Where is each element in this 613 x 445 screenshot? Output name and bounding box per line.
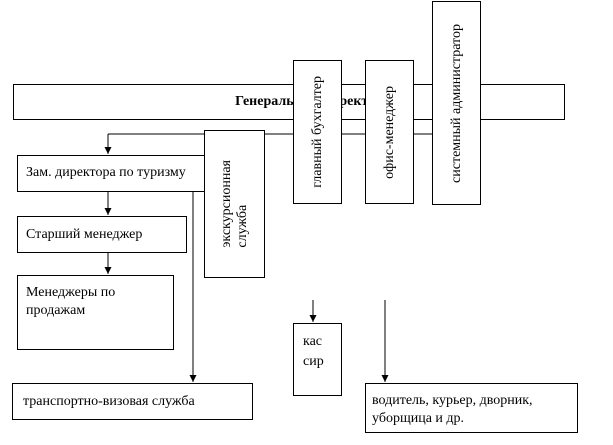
office-manager-label: офис-менеджер xyxy=(381,85,397,179)
chief-accountant-box: главный бухгалтер xyxy=(293,60,342,204)
sales-managers-box: Менеджеры по продажам xyxy=(17,275,174,350)
chief-accountant-label: главный бухгалтер xyxy=(309,76,325,188)
senior-manager-box: Старший менеджер xyxy=(17,216,187,253)
excursion-service-box: экскурсионная служба xyxy=(204,130,265,278)
general-director-box: Генеральный директор xyxy=(13,84,565,120)
sales-managers-line-1: Менеджеры по xyxy=(26,285,116,300)
deputy-director-box: Зам. директора по туризму xyxy=(17,155,210,192)
transport-visa-label: транспортно-визовая служба xyxy=(23,394,195,409)
excursion-service-line-2: служба xyxy=(234,204,250,248)
staff-line-2: уборщица и др. xyxy=(372,411,465,426)
sales-managers-line-2: продажам xyxy=(26,303,86,318)
deputy-director-label: Зам. директора по туризму xyxy=(26,165,186,180)
sysadmin-label: системный администратор xyxy=(448,23,464,183)
cashier-line-1: кас xyxy=(303,334,323,349)
office-manager-box: офис-менеджер xyxy=(365,60,414,204)
staff-box: водитель, курьер, дворник, уборщица и др… xyxy=(365,383,578,433)
staff-line-1: водитель, курьер, дворник, xyxy=(372,393,533,408)
sysadmin-box: системный администратор xyxy=(432,1,481,205)
cashier-line-2: сир xyxy=(303,354,324,369)
excursion-service-line-1: экскурсионная xyxy=(218,160,234,248)
transport-visa-box: транспортно-визовая служба xyxy=(12,383,253,420)
senior-manager-label: Старший менеджер xyxy=(26,227,143,242)
cashier-box: кас сир xyxy=(293,323,342,396)
